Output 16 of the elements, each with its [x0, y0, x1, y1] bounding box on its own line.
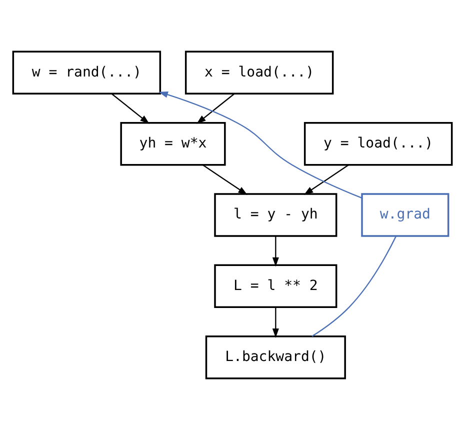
arrow — [272, 307, 279, 338]
node-box: yh = w*x — [120, 122, 226, 166]
arrow — [158, 92, 362, 198]
node-box: w.grad — [361, 193, 450, 237]
arrow — [272, 236, 279, 267]
node-box: l = y - yh — [214, 193, 338, 237]
arrow — [202, 164, 248, 195]
node-box: L.backward() — [205, 335, 346, 380]
node-box: L = l ** 2 — [214, 264, 338, 308]
arrow — [196, 93, 235, 124]
arrow — [304, 164, 349, 195]
arrow — [111, 93, 150, 124]
node-box: w = rand(...) — [12, 50, 162, 95]
node-box: x = load(...) — [184, 50, 334, 95]
connector — [312, 236, 396, 337]
node-box: y = load(...) — [304, 122, 453, 166]
